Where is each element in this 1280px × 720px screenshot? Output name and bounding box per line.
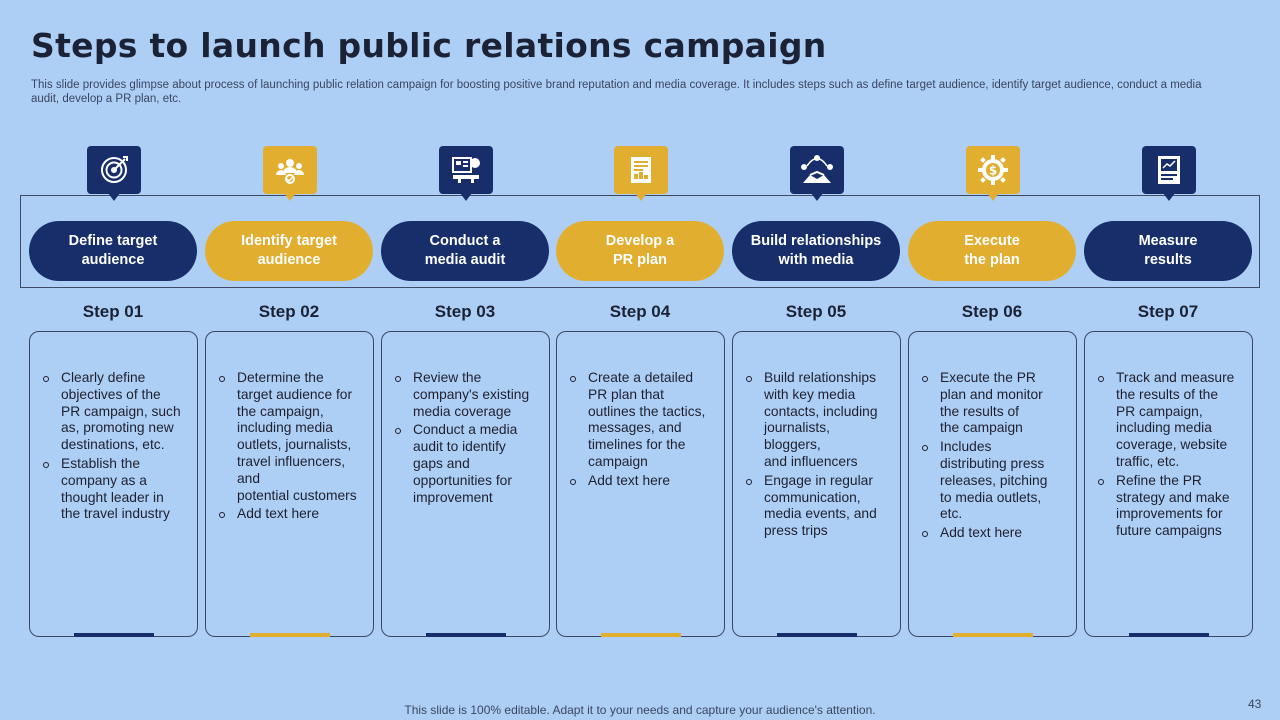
bullet-item: Add text here [218,506,365,523]
card-accent-bar [74,633,154,637]
page-number: 43 [1248,697,1262,711]
bullet-item: Clearly define objectives of the PR camp… [42,370,189,454]
step-number-label: Step 06 [961,302,1023,321]
step-title-pill: Build relationships with media [732,221,900,281]
svg-text:$: $ [989,164,997,178]
document-plan-icon [614,146,668,201]
slide-subtitle: This slide provides glimpse about proces… [31,79,1202,105]
bullet-item: Build relationships with key media conta… [745,370,892,471]
step-description-card: Track and measure the results of the PR … [1084,331,1253,637]
card-accent-bar [953,633,1033,637]
bullet-list: Determine the target audience for the ca… [218,370,365,525]
step-title-pill: Identify target audience [205,221,373,281]
dollar-gear-icon: $ [966,146,1020,201]
card-accent-bar [250,633,330,637]
bullet-item: Review the company's existing media cove… [394,370,541,420]
report-chart-icon [1142,146,1196,201]
step-description-card: Execute the PR plan and monitor the resu… [908,331,1077,637]
bullet-item: Establish the company as a thought leade… [42,456,189,523]
step-title-pill: Develop a PR plan [556,221,724,281]
bullet-list: Build relationships with key media conta… [745,370,892,542]
bullet-list: Track and measure the results of the PR … [1097,370,1244,542]
bullet-item: Create a detailed PR plan that outlines … [569,370,716,471]
step-description-card: Clearly define objectives of the PR camp… [29,331,198,637]
audience-group-icon [263,146,317,201]
step-number-label: Step 03 [434,302,496,321]
handshake-network-icon [790,146,844,201]
media-audit-icon [439,146,493,201]
step-description-card: Create a detailed PR plan that outlines … [556,331,725,637]
card-accent-bar [601,633,681,637]
step-title-pill: Execute the plan [908,221,1076,281]
bullet-list: Clearly define objectives of the PR camp… [42,370,189,525]
bullet-list: Create a detailed PR plan that outlines … [569,370,716,492]
bullet-item: Determine the target audience for the ca… [218,370,365,504]
bullet-item: Engage in regular communication, media e… [745,473,892,540]
step-title-pill: Conduct a media audit [381,221,549,281]
bullet-item: Refine the PR strategy and make improvem… [1097,473,1244,540]
step-description-card: Build relationships with key media conta… [732,331,901,637]
step-description-card: Review the company's existing media cove… [381,331,550,637]
step-number-label: Step 01 [82,302,144,321]
card-accent-bar [426,633,506,637]
bullet-item: Includes distributing press releases, pi… [921,439,1068,523]
step-number-label: Step 04 [609,302,671,321]
card-accent-bar [1129,633,1209,637]
step-number-label: Step 05 [785,302,847,321]
card-accent-bar [777,633,857,637]
target-icon [87,146,141,201]
slide-title: Steps to launch public relations campaig… [31,26,827,65]
bullet-list: Execute the PR plan and monitor the resu… [921,370,1068,544]
bullet-item: Add text here [921,525,1068,542]
bullet-item: Track and measure the results of the PR … [1097,370,1244,471]
bullet-item: Conduct a media audit to identify gaps a… [394,422,541,506]
bullet-list: Review the company's existing media cove… [394,370,541,508]
footer-note: This slide is 100% editable. Adapt it to… [404,703,876,717]
step-title-pill: Define target audience [29,221,197,281]
bullet-item: Execute the PR plan and monitor the resu… [921,370,1068,437]
step-description-card: Determine the target audience for the ca… [205,331,374,637]
bullet-item: Add text here [569,473,716,490]
step-number-label: Step 07 [1137,302,1199,321]
step-number-label: Step 02 [258,302,320,321]
step-title-pill: Measure results [1084,221,1252,281]
